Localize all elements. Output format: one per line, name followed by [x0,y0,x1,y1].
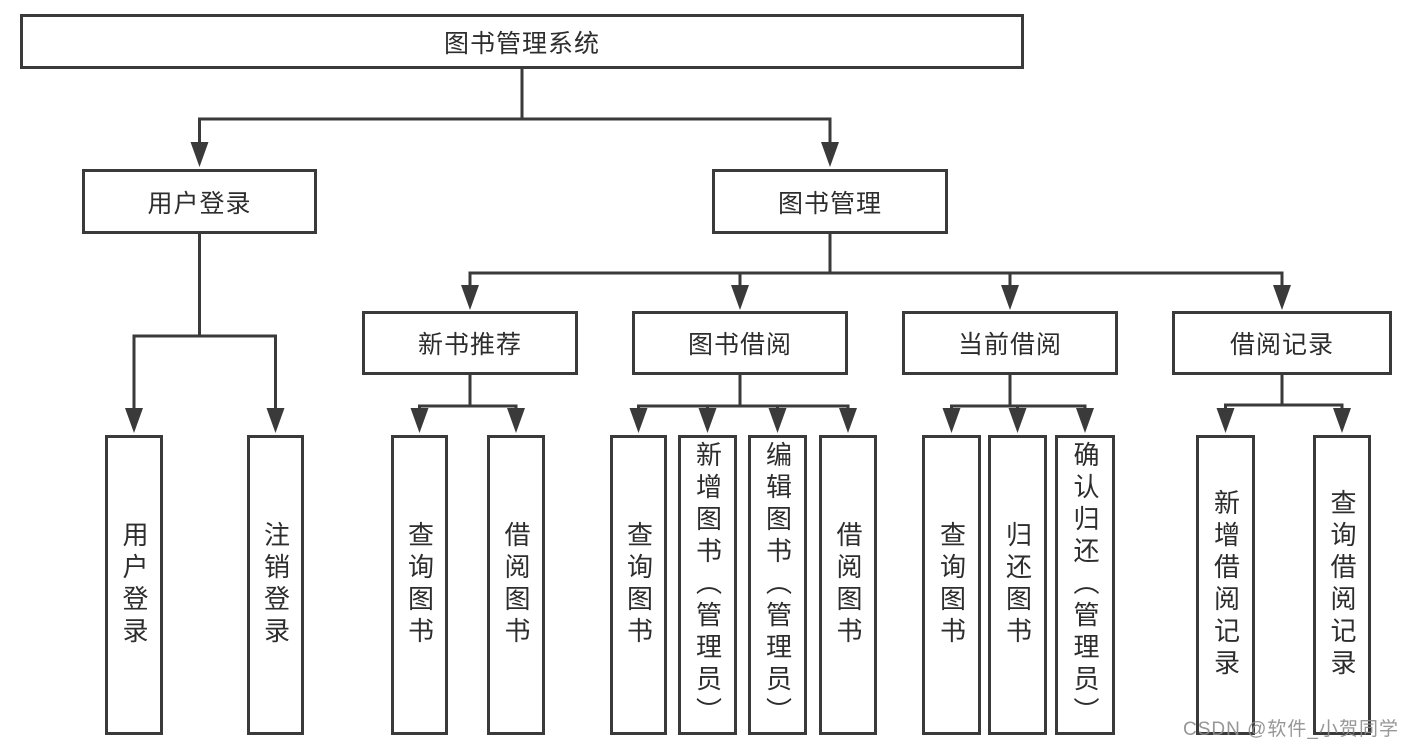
arrowhead-icon [629,408,648,433]
node-book-management: 图书管理 [712,169,948,234]
edge-new-book-recommend-to-leaves [410,375,525,433]
node-book-borrowing: 图书借阅 [632,311,848,375]
leaf-label: 借阅图书 [501,521,531,649]
leaf-confirm-return-admin: 确认归还（管理员） [1055,435,1115,735]
arrowhead-icon [942,408,961,433]
node-current-borrowing: 当前借阅 [902,311,1118,375]
leaf-label: 查询图书 [623,521,654,649]
arrowhead-icon [461,285,479,310]
leaf-logout: 注销登录 [247,435,304,735]
arrowhead-icon [1076,408,1094,433]
leaf-return-books: 归还图书 [988,435,1047,735]
leaf-query-books-recommend: 查询图书 [391,435,448,735]
leaf-label: 确认归还（管理员） [1070,441,1100,729]
arrowhead-icon [839,408,857,433]
leaf-label: 借阅图书 [833,521,863,649]
leaf-label: 编辑图书（管理员） [762,441,793,729]
arrowhead-icon [821,142,839,167]
node-label: 图书管理 [777,189,882,218]
arrowhead-icon [507,408,525,433]
node-new-book-recommend: 新书推荐 [362,311,578,375]
arrowhead-icon [125,408,143,433]
arrowhead-icon [698,408,717,433]
arrowhead-icon [731,285,749,310]
arrowhead-icon [266,408,285,433]
arrowhead-icon [1333,408,1351,433]
node-label: 当前借阅 [957,331,1062,359]
arrowhead-icon [190,142,209,167]
node-label: 图书借阅 [687,331,792,359]
leaf-query-books-borrowing: 查询图书 [610,435,667,735]
leaf-label: 查询借阅记录 [1327,489,1357,681]
leaf-query-books-current: 查询图书 [922,435,981,735]
edge-user-login-to-leaves [125,233,285,433]
node-label: 新书推荐 [417,331,522,359]
node-user-login: 用户登录 [82,169,317,234]
edge-current-borrowing-to-leaves [942,375,1094,433]
node-label: 借阅记录 [1229,331,1334,359]
leaf-label: 新增借阅记录 [1210,489,1241,681]
leaf-label: 新增图书（管理员） [692,441,723,729]
arrowhead-icon [1216,408,1235,433]
leaf-label: 查询图书 [404,521,435,649]
csdn-watermark: CSDN @软件_小贺同学 [1183,719,1399,740]
arrowhead-icon [410,408,429,433]
leaf-borrow-books-recommend: 借阅图书 [487,435,545,735]
edge-borrowing-records-to-leaves [1216,375,1351,433]
edge-book-management-to-level3 [461,234,1291,310]
arrowhead-icon [1001,285,1019,310]
node-label: 图书管理系统 [443,29,600,58]
leaf-add-borrow-record: 新增借阅记录 [1196,435,1255,735]
arrowhead-icon [1008,408,1027,433]
arrowhead-icon [1273,285,1291,310]
leaf-label: 注销登录 [260,521,291,649]
leaf-label: 查询图书 [936,521,967,649]
leaf-label: 用户登录 [119,521,149,649]
leaf-borrow-books-borrowing: 借阅图书 [819,435,877,735]
arrowhead-icon [768,408,787,433]
leaf-query-borrow-record: 查询借阅记录 [1313,435,1371,735]
leaf-user-login: 用户登录 [105,435,163,735]
node-label: 用户登录 [147,189,252,218]
leaf-add-books-admin: 新增图书（管理员） [678,435,737,735]
leaf-label: 归还图书 [1002,521,1033,649]
node-library-management-system: 图书管理系统 [20,14,1024,69]
edge-root-to-level2 [190,69,839,167]
edge-book-borrowing-to-leaves [629,375,857,433]
node-borrowing-records: 借阅记录 [1172,311,1392,375]
leaf-edit-books-admin: 编辑图书（管理员） [748,435,807,735]
